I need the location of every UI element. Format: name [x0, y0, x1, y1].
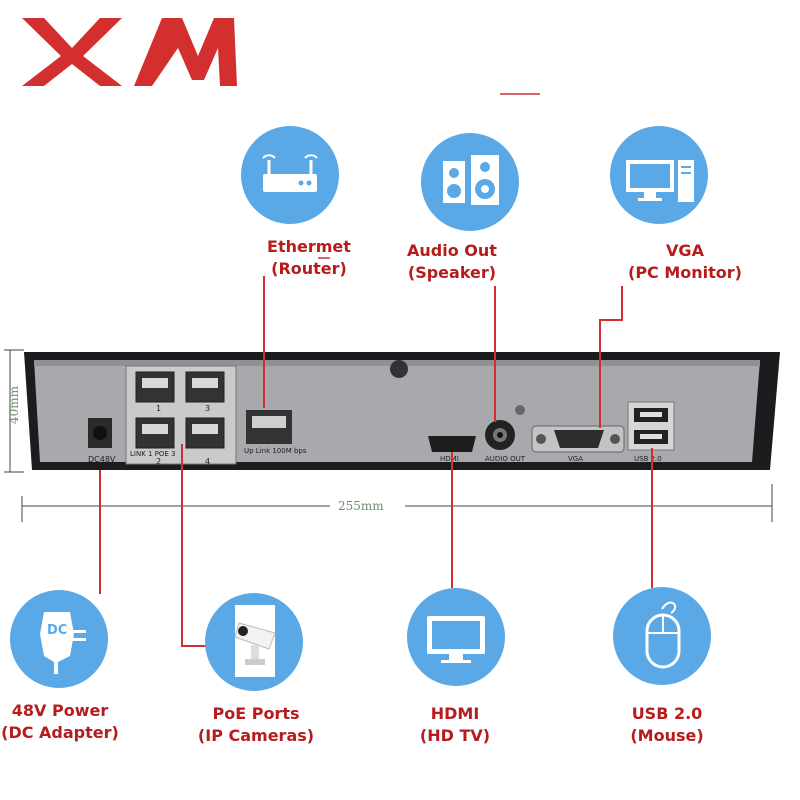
dc-icon-text: DC — [47, 623, 67, 638]
lan-port-number-3: 3 — [205, 404, 211, 413]
usb-label-line2: (Mouse) — [630, 726, 704, 745]
usb-port-label: USB 2.0 — [634, 455, 662, 463]
height-dimension: 40mm — [7, 385, 21, 425]
uplink-port-label: Up Link 100M bps — [244, 447, 307, 455]
lan-port-number-4: 4 — [205, 457, 211, 466]
ip-camera-icon — [205, 593, 303, 691]
usb-label-line1: USB 2.0 — [631, 704, 703, 723]
speaker-icon — [421, 133, 519, 231]
hdmi-label: HDMI (HD TV) — [410, 703, 500, 747]
vga-port-label: VGA — [568, 455, 584, 463]
poe-label-line1: PoE Ports — [212, 704, 300, 723]
dc-port-label: DC48V — [88, 455, 116, 464]
lan-port-number-2: 2 — [156, 457, 162, 466]
poe-label: PoE Ports (IP Cameras) — [196, 703, 316, 747]
xm-logo — [22, 18, 237, 86]
usb-label: USB 2.0 (Mouse) — [622, 703, 712, 747]
pc-monitor-icon — [610, 126, 708, 224]
width-dimension: 255mm — [338, 499, 384, 513]
power-label-line1: 48V Power — [11, 701, 109, 720]
hdmi-label-line1: HDMI — [430, 704, 480, 723]
audio-port-label: AUDIO OUT — [485, 455, 526, 463]
power-label-line2: (DC Adapter) — [1, 723, 119, 742]
ethernet-label: Ethermet (Router) — [264, 236, 354, 280]
audio-out-label-line1: Audio Out — [407, 241, 497, 260]
dc-adapter-icon: DC — [10, 590, 108, 688]
mouse-icon — [613, 587, 711, 685]
ethernet-label-line1: Ethermet — [267, 237, 351, 256]
tv-icon — [407, 588, 505, 686]
audio-out-label-line2: (Speaker) — [407, 263, 497, 282]
ethernet-label-line2: (Router) — [271, 259, 347, 278]
vga-label: VGA (PC Monitor) — [628, 240, 742, 284]
hdmi-label-line2: (HD TV) — [419, 726, 491, 745]
lan-port-number-1: 1 — [156, 404, 162, 413]
audio-out-label: Audio Out (Speaker) — [402, 240, 502, 284]
vga-label-line1: VGA — [666, 241, 704, 260]
vga-label-line2: (PC Monitor) — [628, 263, 742, 282]
hdmi-port-label: HDMI — [440, 455, 459, 463]
router-icon — [241, 126, 339, 224]
poe-label-line2: (IP Cameras) — [197, 726, 315, 745]
lan-port-label: LINK 1 POE 3 — [130, 450, 176, 458]
power-label: 48V Power (DC Adapter) — [0, 700, 120, 744]
